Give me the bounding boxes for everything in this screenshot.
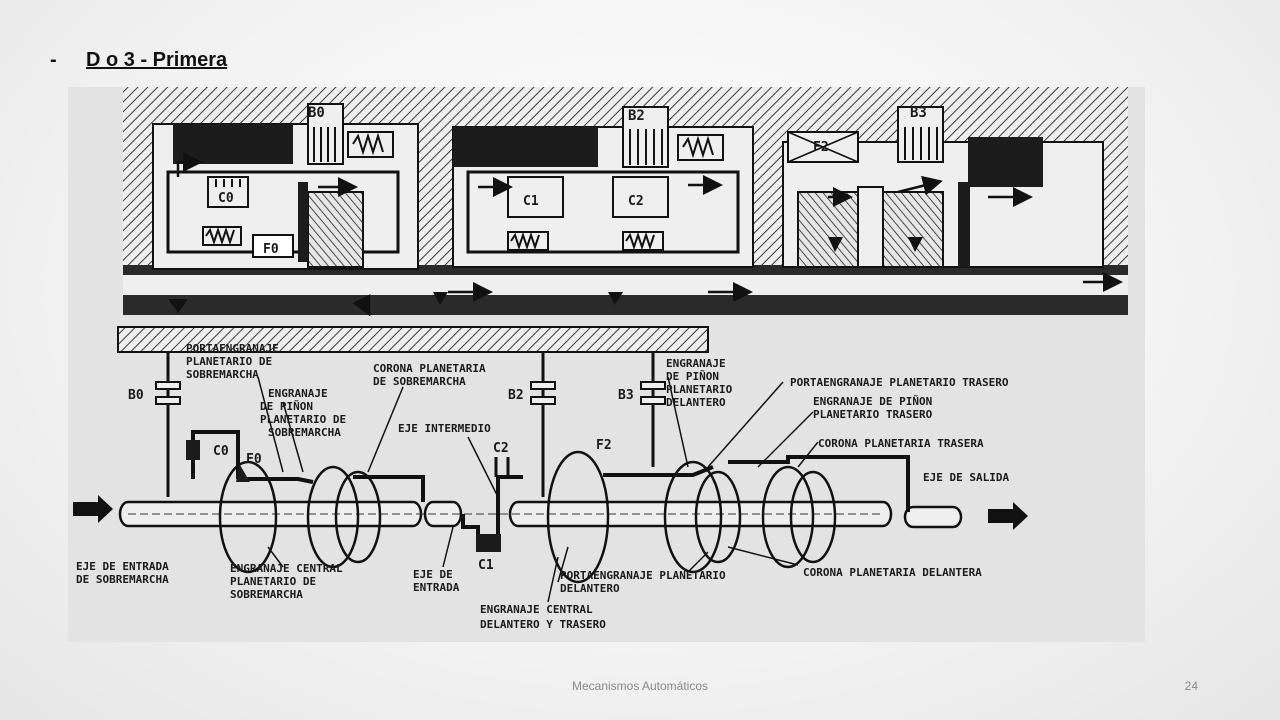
label-line: DELANTERO Y TRASERO [480,618,606,631]
hyd-b3-label: B3 [910,105,927,121]
label-line: ENGRANAJE [666,357,726,370]
label-line: ENGRANAJE CENTRAL [230,562,343,575]
label-portaengranaje-delantero: PORTAENGRANAJE PLANETARIO DELANTERO [560,569,726,595]
label-eje-intermedio: EJE INTERMEDIO [398,422,491,435]
hyd-b0-label: B0 [308,105,325,121]
page-number: 24 [1184,679,1198,693]
label-central-delantero-trasero: ENGRANAJE CENTRAL DELANTERO Y TRASERO [480,603,606,631]
hyd-f0-label: F0 [263,242,279,257]
hyd-c1-label: C1 [523,194,539,209]
transmission-diagram: B0 B2 B3 C0 F0 C1 C2 F2 [73,87,1128,631]
label-central-sobremarcha: ENGRANAJE CENTRAL PLANETARIO DE SOBREMAR… [230,562,343,601]
label-line: PORTAENGRANAJE [186,342,279,355]
label-line: EJE DE [413,568,453,581]
footer-text: Mecanismos Automáticos [571,679,709,693]
hyd-b2-label: B2 [628,108,645,124]
label-line: EJE DE ENTRADA [76,560,169,573]
label-eje-entrada-sobremarcha: EJE DE ENTRADA DE SOBREMARCHA [76,560,169,586]
label-line: PLANETARIO [666,383,733,396]
label-line: PLANETARIO DE [186,355,272,368]
label-pinon-delantero: ENGRANAJE DE PIÑON PLANETARIO DELANTERO [666,357,733,409]
label-line: ENGRANAJE [268,387,328,400]
label-eje-salida: EJE DE SALIDA [923,471,1009,484]
label-portaengranaje-sobremarcha: PORTAENGRANAJE PLANETARIO DE SOBREMARCHA [186,342,279,381]
schematic-section: B0 C0 F0 C2 C1 B2 B3 F2 PORTAENGRANAJE P… [73,326,1028,631]
label-pinon-trasero: ENGRANAJE DE PIÑON PLANETARIO TRASERO [813,395,933,421]
hyd-c2-label: C2 [628,194,644,209]
sch-b0-label: B0 [128,388,144,403]
slide-title-row: - D o 3 - Primera [50,49,227,72]
label-eje-entrada: EJE DE ENTRADA [413,568,460,594]
label-line: ENGRANAJE CENTRAL [480,603,593,616]
sch-c2-label: C2 [493,441,509,456]
label-line: ENTRADA [413,581,460,594]
label-corona-trasera: CORONA PLANETARIA TRASERA [818,437,984,450]
label-line: SOBREMARCHA [186,368,259,381]
label-line: SOBREMARCHA [268,426,341,439]
hyd-f2-label: F2 [813,140,829,155]
sch-c1-label: C1 [478,558,494,573]
slide-title: D o 3 - Primera [86,49,228,71]
sch-b2-label: B2 [508,388,524,403]
hydraulic-section: B0 B2 B3 C0 F0 C1 C2 F2 [123,87,1128,317]
label-line: SOBREMARCHA [230,588,303,601]
transmission-diagram-photo: B0 B2 B3 C0 F0 C1 C2 F2 [68,87,1145,642]
label-line: DE SOBREMARCHA [76,573,169,586]
label-line: DELANTERO [560,582,620,595]
label-line: CORONA PLANETARIA [373,362,486,375]
label-corona-sobremarcha: CORONA PLANETARIA DE SOBREMARCHA [373,362,486,388]
label-line: PLANETARIO DE [260,413,346,426]
label-portaengranaje-trasero: PORTAENGRANAJE PLANETARIO TRASERO [790,376,1009,389]
label-line: ENGRANAJE DE PIÑON [813,395,932,408]
label-line: DE PIÑON [260,400,313,413]
sch-b3-label: B3 [618,388,634,403]
sch-c0-label: C0 [213,444,229,459]
label-line: DE SOBREMARCHA [373,375,466,388]
label-line: DELANTERO [666,396,726,409]
label-pinon-sobremarcha: ENGRANAJE DE PIÑON PLANETARIO DE SOBREMA… [260,387,346,439]
label-line: DE PIÑON [666,370,719,383]
label-line: PORTAENGRANAJE PLANETARIO [560,569,726,582]
label-corona-delantera: CORONA PLANETARIA DELANTERA [803,566,982,579]
label-line: PLANETARIO DE [230,575,316,588]
label-line: PLANETARIO TRASERO [813,408,933,421]
hyd-c0-label: C0 [218,191,234,206]
sch-f2-label: F2 [596,438,612,453]
sch-f0-label: F0 [246,452,262,467]
title-bullet: - [50,49,57,71]
